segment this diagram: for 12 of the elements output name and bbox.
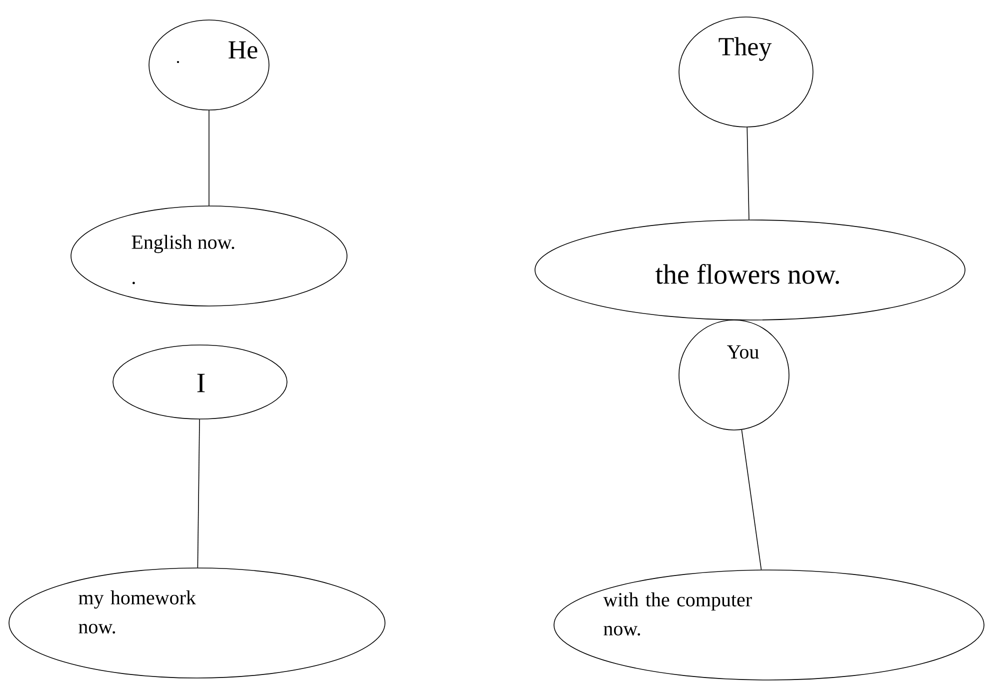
connector-line bbox=[746, 127, 750, 220]
ellipse-node: the flowers now. bbox=[534, 220, 966, 320]
connector-line bbox=[741, 429, 762, 570]
connector-line bbox=[208, 110, 210, 206]
ellipse-node: They bbox=[678, 16, 814, 128]
connector-line bbox=[197, 419, 200, 568]
ellipse-node: You bbox=[678, 320, 790, 430]
ellipse-node: . He bbox=[148, 20, 270, 110]
ellipse-node: with the computer now. bbox=[554, 570, 984, 680]
ellipse-node: my homework now. bbox=[8, 568, 386, 678]
ellipse-node: I bbox=[112, 344, 288, 420]
ellipse-node: English now. . bbox=[70, 206, 348, 306]
